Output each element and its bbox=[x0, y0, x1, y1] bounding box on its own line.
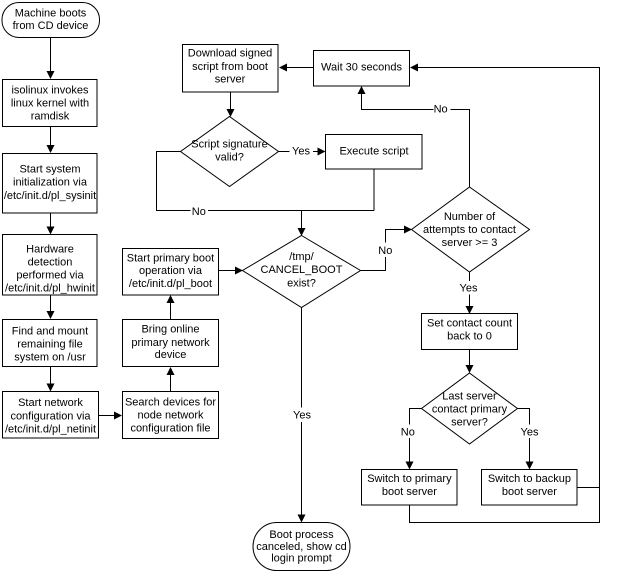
svg-text:system on /usr: system on /usr bbox=[14, 351, 86, 363]
svg-text:Search devices for: Search devices for bbox=[125, 396, 216, 408]
svg-text:exist?: exist? bbox=[287, 277, 316, 289]
svg-text:configuration file: configuration file bbox=[130, 423, 210, 435]
svg-text:canceled, show cd: canceled, show cd bbox=[256, 541, 347, 553]
svg-text:Boot process: Boot process bbox=[269, 529, 334, 541]
svg-text:login prompt: login prompt bbox=[271, 553, 332, 565]
svg-text:server?: server? bbox=[451, 416, 488, 428]
svg-text:boot server: boot server bbox=[502, 486, 557, 498]
svg-text:Number of: Number of bbox=[444, 211, 496, 223]
svg-text:Start network: Start network bbox=[18, 397, 83, 409]
svg-text:/etc/init.d/pl_sysinit: /etc/init.d/pl_sysinit bbox=[4, 190, 96, 202]
svg-text:isolinux invokes: isolinux invokes bbox=[11, 84, 89, 96]
svg-text:attempts to contact: attempts to contact bbox=[423, 224, 516, 236]
svg-text:remaining file: remaining file bbox=[17, 338, 82, 350]
svg-text:server >= 3: server >= 3 bbox=[442, 237, 498, 249]
svg-text:ramdisk: ramdisk bbox=[31, 111, 70, 123]
svg-text:performed via: performed via bbox=[16, 270, 84, 282]
svg-text:Execute script: Execute script bbox=[339, 146, 408, 158]
svg-text:script from boot: script from boot bbox=[192, 61, 268, 73]
svg-text:detection: detection bbox=[28, 256, 73, 268]
svg-text:from CD device: from CD device bbox=[13, 20, 89, 32]
svg-text:No: No bbox=[192, 206, 206, 218]
svg-text:Find and mount: Find and mount bbox=[12, 326, 88, 338]
svg-text:back to 0: back to 0 bbox=[447, 331, 492, 343]
svg-text:Last server: Last server bbox=[442, 390, 497, 402]
svg-text:Yes: Yes bbox=[292, 146, 310, 158]
svg-text:/etc/init.d/pl_boot: /etc/init.d/pl_boot bbox=[129, 278, 212, 290]
svg-text:Start system: Start system bbox=[19, 164, 80, 176]
svg-text:operation via: operation via bbox=[139, 265, 203, 277]
svg-text:device: device bbox=[155, 349, 187, 361]
svg-text:Script signature: Script signature bbox=[191, 138, 267, 150]
svg-text:Set contact count: Set contact count bbox=[427, 318, 512, 330]
svg-text:No: No bbox=[401, 427, 415, 439]
svg-text:node network: node network bbox=[137, 410, 204, 422]
svg-text:Bring online: Bring online bbox=[141, 324, 199, 336]
svg-text:linux kernel with: linux kernel with bbox=[11, 98, 89, 110]
svg-text:CANCEL_BOOT: CANCEL_BOOT bbox=[261, 264, 343, 276]
svg-text:contact primary: contact primary bbox=[432, 404, 508, 416]
svg-text:No: No bbox=[434, 104, 448, 116]
svg-text:Yes: Yes bbox=[460, 283, 478, 295]
svg-text:Wait 30 seconds: Wait 30 seconds bbox=[321, 61, 402, 73]
svg-text:initialization via: initialization via bbox=[13, 177, 88, 189]
svg-text:configuration via: configuration via bbox=[10, 410, 91, 422]
svg-text:Hardware: Hardware bbox=[26, 243, 74, 255]
svg-text:boot server: boot server bbox=[382, 486, 437, 498]
svg-text:Switch to primary: Switch to primary bbox=[367, 473, 452, 485]
svg-text:/tmp/: /tmp/ bbox=[289, 251, 314, 263]
svg-text:/etc/init.d/pl_netinit: /etc/init.d/pl_netinit bbox=[5, 424, 96, 436]
svg-text:Switch to backup: Switch to backup bbox=[488, 473, 571, 485]
svg-text:server: server bbox=[215, 74, 246, 86]
svg-text:Machine boots: Machine boots bbox=[15, 8, 87, 20]
svg-text:No: No bbox=[378, 245, 392, 257]
svg-text:Yes: Yes bbox=[521, 427, 539, 439]
svg-text:primary network: primary network bbox=[131, 337, 210, 349]
svg-text:/etc/init.d/pl_hwinit: /etc/init.d/pl_hwinit bbox=[5, 283, 95, 295]
svg-text:valid?: valid? bbox=[215, 151, 244, 163]
svg-text:Download signed: Download signed bbox=[188, 48, 272, 60]
svg-text:Start primary boot: Start primary boot bbox=[127, 252, 214, 264]
svg-text:Yes: Yes bbox=[293, 410, 311, 422]
